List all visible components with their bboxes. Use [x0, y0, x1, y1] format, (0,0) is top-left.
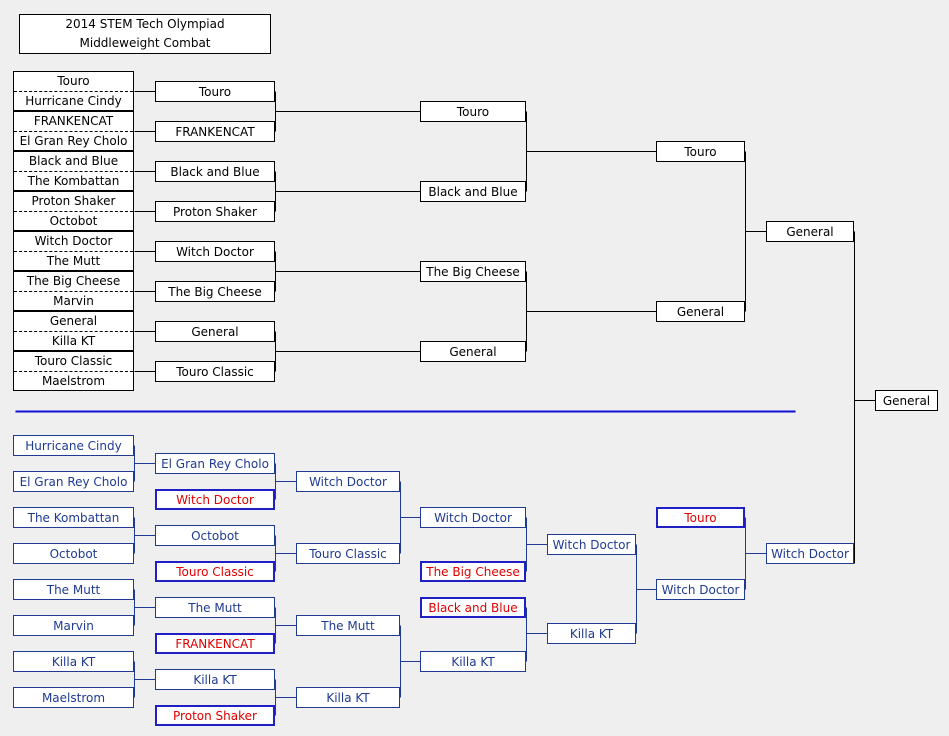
pair-slot: The Mutt — [14, 250, 133, 271]
pair-slot: Octobot — [14, 210, 133, 231]
losers-r1-winner-2[interactable]: Octobot — [155, 525, 275, 546]
losers-r1-winner-4[interactable]: Killa KT — [155, 669, 275, 690]
winners-pair-4[interactable]: Proton Shaker Octobot — [13, 191, 134, 231]
pair-slot: Black and Blue — [28, 154, 119, 169]
losers-r3-winner-1[interactable]: Witch Doctor — [420, 507, 526, 528]
pair-slot: Hurricane Cindy — [14, 90, 133, 111]
winners-r3-match-1[interactable]: Touro — [656, 141, 745, 162]
winners-pair-5[interactable]: Witch Doctor The Mutt — [13, 231, 134, 271]
losers-r1-winner-1[interactable]: El Gran Rey Cholo — [155, 453, 275, 474]
pair-slot: Marvin — [14, 290, 133, 311]
pair-slot: The Kombattan — [14, 170, 133, 191]
winners-r2-match-4[interactable]: General — [420, 341, 526, 362]
losers-entry-7[interactable]: Killa KT — [13, 651, 134, 672]
winners-pair-6[interactable]: The Big Cheese Marvin — [13, 271, 134, 311]
losers-drop-in-4[interactable]: Proton Shaker — [155, 705, 275, 726]
title-line-2: Middleweight Combat — [79, 36, 211, 50]
losers-drop-in-2[interactable]: Touro Classic — [155, 561, 275, 582]
pair-slot: The Big Cheese — [26, 274, 121, 289]
losers-r1-winner-3[interactable]: The Mutt — [155, 597, 275, 618]
losers-entry-2[interactable]: El Gran Rey Cholo — [13, 471, 134, 492]
winners-r3-match-2[interactable]: General — [656, 301, 745, 322]
losers-entry-8[interactable]: Maelstrom — [13, 687, 134, 708]
pair-slot: Touro Classic — [34, 354, 113, 369]
losers-r2-winner-4[interactable]: Killa KT — [296, 687, 400, 708]
pair-slot: Proton Shaker — [31, 194, 116, 209]
losers-entry-6[interactable]: Marvin — [13, 615, 134, 636]
losers-r3-winner-2[interactable]: Killa KT — [420, 651, 526, 672]
grand-champion[interactable]: General — [875, 390, 938, 411]
pair-slot: Witch Doctor — [34, 234, 113, 249]
winners-r1-match-7[interactable]: General — [155, 321, 275, 342]
losers-drop-in-1[interactable]: Witch Doctor — [155, 489, 275, 510]
losers-final[interactable]: Witch Doctor — [766, 543, 854, 564]
losers-drop-in-final[interactable]: Touro — [656, 507, 745, 528]
losers-entry-4[interactable]: Octobot — [13, 543, 134, 564]
winners-r1-match-8[interactable]: Touro Classic — [155, 361, 275, 382]
pair-slot: Touro — [57, 74, 90, 89]
winners-pair-2[interactable]: FRANKENCAT El Gran Rey Cholo — [13, 111, 134, 151]
losers-drop-in-5[interactable]: The Big Cheese — [420, 561, 526, 582]
losers-r4-winner-1[interactable]: Witch Doctor — [547, 534, 636, 555]
losers-r2-winner-1[interactable]: Witch Doctor — [296, 471, 400, 492]
losers-drop-in-3[interactable]: FRANKENCAT — [155, 633, 275, 654]
winners-final[interactable]: General — [766, 221, 854, 242]
losers-entry-3[interactable]: The Kombattan — [13, 507, 134, 528]
pair-slot: FRANKENCAT — [33, 114, 114, 129]
winners-r2-match-2[interactable]: Black and Blue — [420, 181, 526, 202]
winners-r1-match-2[interactable]: FRANKENCAT — [155, 121, 275, 142]
losers-r2-winner-2[interactable]: Touro Classic — [296, 543, 400, 564]
winners-r1-match-6[interactable]: The Big Cheese — [155, 281, 275, 302]
winners-pair-1[interactable]: Touro Hurricane Cindy — [13, 71, 134, 111]
pair-slot: Killa KT — [14, 330, 133, 351]
losers-entry-5[interactable]: The Mutt — [13, 579, 134, 600]
pair-slot: General — [49, 314, 98, 329]
losers-r4-winner-2[interactable]: Killa KT — [547, 623, 636, 644]
winners-r2-match-1[interactable]: Touro — [420, 101, 526, 122]
losers-r2-winner-3[interactable]: The Mutt — [296, 615, 400, 636]
bracket-title: 2014 STEM Tech Olympiad Middleweight Com… — [19, 14, 271, 54]
losers-r5-winner[interactable]: Witch Doctor — [656, 579, 745, 600]
pair-slot: El Gran Rey Cholo — [14, 130, 133, 151]
losers-entry-1[interactable]: Hurricane Cindy — [13, 435, 134, 456]
winners-r1-match-3[interactable]: Black and Blue — [155, 161, 275, 182]
pair-slot: Maelstrom — [14, 370, 133, 391]
title-line-1: 2014 STEM Tech Olympiad — [65, 17, 225, 31]
losers-drop-in-6[interactable]: Black and Blue — [420, 597, 526, 618]
winners-r1-match-5[interactable]: Witch Doctor — [155, 241, 275, 262]
winners-pair-7[interactable]: General Killa KT — [13, 311, 134, 351]
winners-pair-8[interactable]: Touro Classic Maelstrom — [13, 351, 134, 391]
winners-r2-match-3[interactable]: The Big Cheese — [420, 261, 526, 282]
winners-r1-match-1[interactable]: Touro — [155, 81, 275, 102]
winners-r1-match-4[interactable]: Proton Shaker — [155, 201, 275, 222]
winners-pair-3[interactable]: Black and Blue The Kombattan — [13, 151, 134, 191]
